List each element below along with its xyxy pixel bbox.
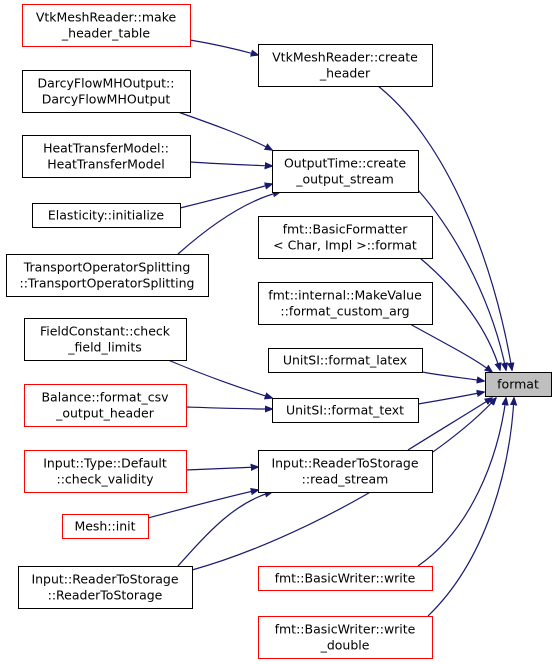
edge-mesh-init-to-reader-read-stream	[147, 490, 258, 519]
node-label-fmt-write-line-1: fmt::BasicWriter::write	[275, 571, 416, 586]
node-box-darcy-output	[22, 70, 191, 113]
node-input-default[interactable]: Input::Type::Default::check_validity	[24, 450, 187, 493]
node-output-time-create[interactable]: OutputTime::create_output_stream	[272, 150, 419, 193]
node-box-mesh-init	[62, 514, 149, 539]
node-darcy-output[interactable]: DarcyFlowMHOutput::DarcyFlowMHOutput	[22, 70, 191, 113]
edge-reader-ctor-to-format	[191, 398, 496, 571]
node-label-fmt-make-value-line-2: ::format_custom_arg	[280, 304, 409, 319]
edge-heat-transfer-to-output-time-create	[189, 161, 272, 166]
edge-vtk-make-header-table-to-vtk-create-header	[189, 39, 258, 55]
node-heat-transfer[interactable]: HeatTransferModel::HeatTransferModel	[22, 135, 191, 178]
node-box-vtk-make-header-table	[22, 4, 191, 47]
node-label-unitsi-text-line-1: UnitSI::format_text	[286, 403, 404, 418]
node-vtk-create-header[interactable]: VtkMeshReader::create_header	[258, 44, 433, 87]
node-box-fmt-write-double	[258, 616, 433, 659]
node-box-reader-read-stream	[258, 450, 433, 493]
node-label-transport-splitting-line-2: ::TransportOperatorSplitting	[20, 276, 195, 291]
node-label-field-constant-line-1: FieldConstant::check	[40, 324, 171, 339]
edge-fmt-write-to-format	[417, 398, 506, 567]
node-fmt-basic-formatter[interactable]: fmt::BasicFormatter< Char, Impl >::forma…	[258, 216, 433, 259]
node-box-unitsi-text	[272, 398, 419, 423]
node-fmt-make-value[interactable]: fmt::internal::MakeValue::format_custom_…	[258, 282, 433, 325]
node-label-vtk-create-header-line-2: _header	[319, 66, 371, 81]
edge-fmt-write-double-to-format	[427, 398, 514, 617]
node-label-balance-csv-line-2: _output_header	[55, 406, 155, 421]
edges-layer	[147, 39, 514, 617]
node-label-transport-splitting-line-1: TransportOperatorSplitting	[23, 260, 191, 275]
node-label-heat-transfer-line-2: HeatTransferModel	[47, 157, 164, 172]
node-box-output-time-create	[272, 150, 419, 193]
node-box-field-constant	[24, 318, 187, 361]
node-label-fmt-write-double-line-2: _double	[320, 638, 370, 653]
node-label-output-time-create-line-2: _output_stream	[295, 172, 394, 187]
node-label-vtk-make-header-table-line-2: _header_table	[61, 26, 151, 41]
node-box-vtk-create-header	[258, 44, 433, 87]
node-box-fmt-write	[258, 566, 433, 591]
edge-output-time-create-to-format	[417, 189, 506, 370]
node-label-reader-ctor-line-2: ::ReaderToStorage	[48, 588, 163, 603]
node-label-vtk-create-header-line-1: VtkMeshReader::create	[272, 50, 418, 65]
node-unitsi-latex[interactable]: UnitSI::format_latex	[268, 348, 423, 373]
node-box-elasticity-init	[32, 203, 181, 228]
edge-fmt-make-value-to-format	[409, 323, 492, 372]
edge-reader-read-stream-to-format	[407, 398, 492, 451]
node-box-reader-ctor	[18, 566, 193, 609]
node-label-reader-ctor-line-1: Input::ReaderToStorage	[31, 572, 178, 587]
node-label-balance-csv-line-1: Balance::format_csv	[41, 390, 169, 405]
node-field-constant[interactable]: FieldConstant::check_field_limits	[24, 318, 187, 361]
node-label-darcy-output-line-1: DarcyFlowMHOutput::	[38, 76, 175, 91]
node-label-fmt-make-value-line-1: fmt::internal::MakeValue	[268, 288, 422, 303]
node-reader-read-stream[interactable]: Input::ReaderToStorage::read_stream	[258, 450, 433, 493]
node-unitsi-text[interactable]: UnitSI::format_text	[272, 398, 419, 423]
node-label-field-constant-line-2: _field_limits	[67, 340, 141, 355]
edge-fmt-basic-formatter-to-format	[419, 257, 500, 370]
node-label-elasticity-init-line-1: Elasticity::initialize	[48, 208, 164, 223]
node-box-unitsi-latex	[268, 348, 423, 373]
node-label-unitsi-latex-line-1: UnitSI::format_latex	[283, 353, 407, 368]
node-label-mesh-init-line-1: Mesh::init	[74, 519, 135, 534]
node-format: format	[485, 372, 552, 397]
node-box-fmt-make-value	[258, 282, 433, 325]
node-label-fmt-write-double-line-1: fmt::BasicWriter::write	[275, 622, 416, 637]
nodes-layer: VtkMeshReader::make_header_tableVtkMeshR…	[6, 4, 552, 659]
node-box-balance-csv	[24, 384, 187, 427]
node-label-heat-transfer-line-1: HeatTransferModel::	[43, 141, 169, 156]
edge-balance-csv-to-unitsi-text	[185, 407, 272, 409]
node-label-fmt-basic-formatter-line-2: < Char, Impl >::format	[273, 238, 417, 253]
edge-unitsi-latex-to-format	[421, 371, 484, 381]
node-transport-splitting[interactable]: TransportOperatorSplitting::TransportOpe…	[6, 254, 209, 297]
node-box-transport-splitting	[6, 254, 209, 297]
node-fmt-write[interactable]: fmt::BasicWriter::write	[258, 566, 433, 591]
node-mesh-init[interactable]: Mesh::init	[62, 514, 149, 539]
node-box-input-default	[24, 450, 187, 493]
node-label-input-default-line-1: Input::Type::Default	[43, 456, 167, 471]
node-label-vtk-make-header-table-line-1: VtkMeshReader::make	[36, 10, 177, 25]
node-label-output-time-create-line-1: OutputTime::create	[284, 156, 406, 171]
node-vtk-make-header-table[interactable]: VtkMeshReader::make_header_table	[22, 4, 191, 47]
node-reader-ctor[interactable]: Input::ReaderToStorage::ReaderToStorage	[18, 566, 193, 609]
node-label-reader-read-stream-line-2: ::read_stream	[302, 472, 389, 487]
edge-transport-splitting-to-output-time-create	[177, 192, 280, 255]
edge-input-default-to-reader-read-stream	[185, 467, 258, 470]
node-elasticity-init[interactable]: Elasticity::initialize	[32, 203, 181, 228]
edge-vtk-create-header-to-format	[377, 85, 512, 370]
node-label-format-line-1: format	[497, 377, 539, 392]
node-label-darcy-output-line-2: DarcyFlowMHOutput	[42, 92, 171, 107]
node-label-reader-read-stream-line-1: Input::ReaderToStorage	[271, 456, 418, 471]
edge-darcy-output-to-output-time-create	[177, 111, 272, 150]
edge-unitsi-text-to-format	[417, 392, 484, 405]
node-fmt-write-double[interactable]: fmt::BasicWriter::write_double	[258, 616, 433, 659]
edge-reader-ctor-to-reader-read-stream	[177, 492, 272, 567]
node-box-heat-transfer	[22, 135, 191, 178]
node-balance-csv[interactable]: Balance::format_csv_output_header	[24, 384, 187, 427]
edge-field-constant-to-unitsi-text	[167, 359, 272, 398]
node-label-fmt-basic-formatter-line-1: fmt::BasicFormatter	[283, 222, 409, 237]
edge-elasticity-init-to-output-time-create	[179, 184, 272, 209]
node-label-input-default-line-2: ::check_validity	[57, 472, 155, 487]
node-box-format	[485, 372, 552, 397]
node-box-fmt-basic-formatter	[258, 216, 433, 259]
